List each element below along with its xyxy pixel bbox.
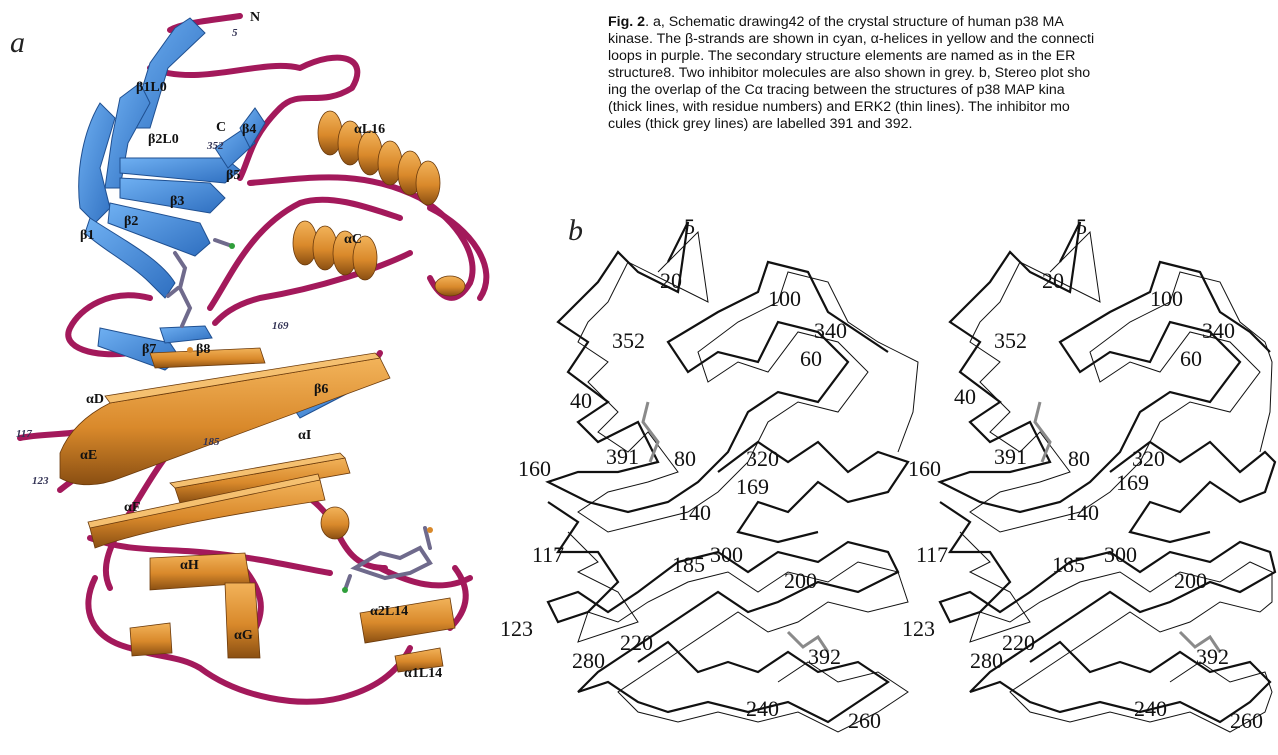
n-terminus-residue: 5	[232, 27, 238, 39]
right-res-340: 340	[1202, 318, 1235, 344]
left-res-100: 100	[768, 286, 801, 312]
left-res-5: 5	[684, 214, 695, 240]
left-res-117: 117	[532, 542, 564, 568]
helix-ah-label: αH	[180, 558, 199, 574]
left-res-60: 60	[800, 346, 822, 372]
ribbon-diagram	[0, 8, 520, 753]
left-res-392: 392	[808, 644, 841, 670]
c-terminus-label: C	[216, 120, 226, 136]
right-res-160: 160	[908, 456, 941, 482]
left-res-20: 20	[660, 268, 682, 294]
n-terminus-label: N	[250, 10, 260, 26]
right-res-320: 320	[1132, 446, 1165, 472]
helix-al16-label: αL16	[354, 122, 385, 138]
left-res-391: 391	[606, 444, 639, 470]
left-res-340: 340	[814, 318, 847, 344]
right-res-40: 40	[954, 384, 976, 410]
right-res-260: 260	[1230, 708, 1263, 734]
helix-ad-label: αD	[86, 392, 104, 408]
left-res-169: 169	[736, 474, 769, 500]
figure-caption: Fig. 2. a, Schematic drawing42 of the cr…	[608, 14, 1278, 133]
left-res-200: 200	[784, 568, 817, 594]
caption-line-5: ing the overlap of the Cα tracing betwee…	[608, 82, 1278, 99]
strand-b8-label: β8	[196, 342, 210, 358]
right-res-140: 140	[1066, 500, 1099, 526]
right-res-391: 391	[994, 444, 1027, 470]
right-res-185: 185	[1052, 552, 1085, 578]
caption-line-2: kinase. The β-strands are shown in cyan,…	[608, 31, 1278, 48]
caption-line-1-text: . a, Schematic drawing42 of the crystal …	[645, 14, 1064, 30]
helix-ai-label: αI	[298, 428, 311, 444]
left-res-123: 123	[500, 616, 533, 642]
left-res-280: 280	[572, 648, 605, 674]
strand-b2-label: β2	[124, 214, 138, 230]
helix-ae-label: αE	[80, 448, 97, 464]
right-res-123: 123	[902, 616, 935, 642]
helix-ac-label: αC	[344, 232, 362, 248]
caption-line-7: cules (thick grey lines) are labelled 39…	[608, 116, 1278, 133]
left-res-260: 260	[848, 708, 881, 734]
right-res-60: 60	[1180, 346, 1202, 372]
left-res-220: 220	[620, 630, 653, 656]
left-res-352: 352	[612, 328, 645, 354]
left-res-80: 80	[674, 446, 696, 472]
left-res-160: 160	[518, 456, 551, 482]
strand-b2l0-label: β2L0	[148, 132, 179, 148]
left-res-300: 300	[710, 542, 743, 568]
left-res-320: 320	[746, 446, 779, 472]
right-res-117: 117	[916, 542, 948, 568]
helix-a2l14-label: α2L14	[370, 604, 408, 620]
caption-line-4: structure8. Two inhibitor molecules are …	[608, 65, 1278, 82]
right-res-169: 169	[1116, 470, 1149, 496]
residue-185-label: 185	[203, 436, 220, 448]
residue-169-label: 169	[272, 320, 289, 332]
right-res-5: 5	[1076, 214, 1087, 240]
right-res-392: 392	[1196, 644, 1229, 670]
helix-a1l14-label: α1L14	[404, 666, 442, 682]
strand-b1l0-label: β1L0	[136, 80, 167, 96]
c-terminus-residue: 352	[207, 140, 224, 152]
strand-b5-label: β5	[226, 168, 240, 184]
right-res-280: 280	[970, 648, 1003, 674]
left-res-240: 240	[746, 696, 779, 722]
left-res-185: 185	[672, 552, 705, 578]
residue-117-label: 117	[16, 428, 32, 440]
left-res-140: 140	[678, 500, 711, 526]
strand-b1-label: β1	[80, 228, 94, 244]
left-res-40: 40	[570, 388, 592, 414]
right-res-80: 80	[1068, 446, 1090, 472]
caption-line-1: Fig. 2. a, Schematic drawing42 of the cr…	[608, 14, 1278, 31]
right-res-20: 20	[1042, 268, 1064, 294]
helix-af-label: αF	[124, 500, 140, 516]
helix-al16-text: αL16	[354, 122, 385, 137]
right-res-352: 352	[994, 328, 1027, 354]
strand-b4-label: β4	[242, 122, 256, 138]
right-res-100: 100	[1150, 286, 1183, 312]
helix-ag-label: αG	[234, 628, 253, 644]
right-res-300: 300	[1104, 542, 1137, 568]
right-res-220: 220	[1002, 630, 1035, 656]
right-res-200: 200	[1174, 568, 1207, 594]
caption-fig-label: Fig. 2	[608, 14, 645, 30]
caption-line-6: (thick lines, with residue numbers) and …	[608, 99, 1278, 116]
strand-b7-label: β7	[142, 342, 156, 358]
strand-b3-label: β3	[170, 194, 184, 210]
right-res-240: 240	[1134, 696, 1167, 722]
strand-b6-label: β6	[314, 382, 328, 398]
residue-123-label: 123	[32, 475, 49, 487]
caption-line-3: loops in purple. The secondary structure…	[608, 48, 1278, 65]
